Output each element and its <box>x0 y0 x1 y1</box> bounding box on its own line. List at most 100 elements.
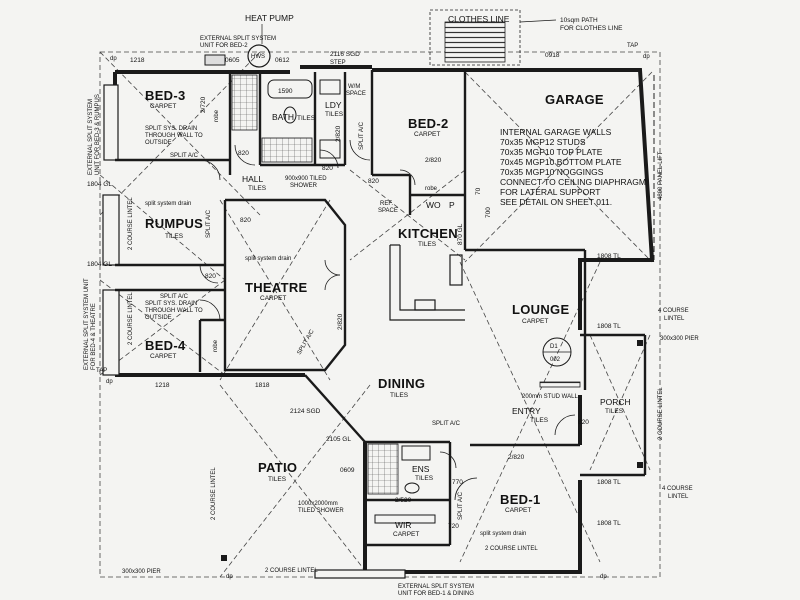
ext-split-left-a: EXTERNAL SPLIT SYSTEM <box>88 99 94 175</box>
room-ens: ENS <box>412 464 430 474</box>
svg-text:0609: 0609 <box>340 467 355 474</box>
ext-split-left-b: UNIT FOR BED-3 & RUMPUS <box>95 94 101 175</box>
panel-lift-label: 4800 PANEL-LIFT <box>658 151 664 200</box>
svg-text:2116 SGD: 2116 SGD <box>330 51 360 58</box>
room-porch: PORCH <box>600 397 631 407</box>
room-entry-sub: TILES <box>530 417 549 424</box>
svg-text:2/820: 2/820 <box>335 125 342 142</box>
dp-top-right: dp <box>643 54 650 60</box>
room-lounge-sub: CARPET <box>522 318 548 325</box>
lintel-bed4: 2 COURSE LINTEL <box>128 292 134 345</box>
svg-text:820: 820 <box>240 217 251 224</box>
lintel-bed1: 2 COURSE LINTEL <box>485 546 538 552</box>
path-note: 10sqm PATH <box>560 17 598 24</box>
room-rumpus: RUMPUS <box>145 216 203 231</box>
wm-space-2: SPACE <box>346 91 366 97</box>
tap-top: TAP <box>627 43 638 49</box>
dp-top-left: dp <box>110 56 117 62</box>
annotations: HEAT PUMP CLOTHES LINE 10sqm PATH FOR CL… <box>84 13 699 597</box>
tiled-shower-1: 900x900 TILED <box>285 176 327 182</box>
svg-text:820: 820 <box>238 150 249 157</box>
split-ac-bed2: SPLIT A/C <box>359 121 365 150</box>
lintel-porch: 2 COURSE LINTEL <box>658 387 664 440</box>
lintel-4-top-b: LINTEL <box>664 316 685 322</box>
room-theatre-sub: CARPET <box>260 295 286 302</box>
ext-split-top-1: EXTERNAL SPLIT SYSTEM <box>200 36 276 42</box>
split-drain-bed3-2: THROUGH WALL TO <box>145 133 203 139</box>
svg-text:1218: 1218 <box>130 57 145 64</box>
room-bed4: BED-4 <box>145 338 186 353</box>
lintel-4-bottom-a: 4 COURSE <box>662 486 693 492</box>
svg-text:770: 770 <box>452 479 463 486</box>
split-drain-bed3-3: OUTSIDE <box>145 140 172 146</box>
dimensions: 1218 0605 0612 2116 SGD 0918 1590 2/720 … <box>87 51 621 530</box>
room-bed1: BED-1 <box>500 492 541 507</box>
room-patio: PATIO <box>258 460 297 475</box>
split-system-drain-bed1: split system drain <box>480 531 526 537</box>
svg-text:INTERNAL GARAGE WALLS: INTERNAL GARAGE WALLS <box>500 127 612 137</box>
split-system-drain-theatre: split system drain <box>245 256 291 262</box>
room-theatre: THEATRE <box>245 280 308 295</box>
svg-text:700: 700 <box>485 207 492 218</box>
tiled-shower-2: SHOWER <box>290 183 318 189</box>
ext-split-bottom-2: UNIT FOR BED-1 & DINING <box>398 591 474 597</box>
robe-bed3: robe <box>214 109 220 122</box>
svg-text:820: 820 <box>205 273 216 280</box>
robe-bed4: robe <box>213 339 219 352</box>
room-dining-sub: TILES <box>390 392 409 399</box>
room-bed4-sub: CARPET <box>150 353 176 360</box>
hws-label: HWS <box>251 54 265 60</box>
wall-openings <box>102 84 406 579</box>
svg-text:1808 TL: 1808 TL <box>597 520 621 527</box>
room-ldy-sub: TILES <box>325 111 344 118</box>
svg-text:2/820: 2/820 <box>425 157 442 164</box>
svg-text:720: 720 <box>448 523 459 530</box>
room-bed3: BED-3 <box>145 88 186 103</box>
wo-label: WO <box>426 200 441 210</box>
ext-split-top-2: UNIT FOR BED-2 <box>200 43 248 49</box>
room-ldy: LDY <box>325 100 342 110</box>
svg-text:70x35 MGP12 STUDS: 70x35 MGP12 STUDS <box>500 137 586 147</box>
room-kitchen: KITCHEN <box>398 226 458 241</box>
pier-right: 300x300 PIER <box>660 336 699 342</box>
garage-walls-note: INTERNAL GARAGE WALLS 70x35 MGP12 STUDS … <box>500 127 646 207</box>
svg-text:0918: 0918 <box>545 52 560 59</box>
svg-text:0605: 0605 <box>225 57 240 64</box>
split-ac-rumpus: SPLIT A/C <box>206 209 212 238</box>
wet-area-tiles <box>231 74 399 495</box>
split-drain-bed3-1: SPLIT SYS. DRAIN <box>145 126 197 132</box>
ref-space-2: SPACE <box>378 208 398 214</box>
ens-shower-1: 1000x2000mm <box>298 501 338 507</box>
room-lounge: LOUNGE <box>512 302 569 317</box>
dp-left: dp <box>106 379 113 385</box>
stud-wall <box>539 381 581 388</box>
room-bed2: BED-2 <box>408 116 449 131</box>
svg-text:70x35 MGP10 NOGGINGS: 70x35 MGP10 NOGGINGS <box>500 167 604 177</box>
svg-text:820: 820 <box>578 419 589 426</box>
svg-text:870 GL: 870 GL <box>457 223 464 245</box>
room-rumpus-sub: TILES <box>165 233 184 240</box>
svg-text:1808 TL: 1808 TL <box>597 323 621 330</box>
hws-tank <box>247 44 271 68</box>
split-ac-bed1: SPLIT A/C <box>458 491 464 520</box>
split-ac-bed4: SPLIT A/C <box>160 294 189 300</box>
dp-bottom-right: dp <box>600 574 607 580</box>
room-bath-sub: TILES <box>297 115 316 122</box>
room-hall: HALL <box>242 174 264 184</box>
room-labels: BED-3 CARPET BATH TILES LDY TILES BED-2 … <box>145 88 631 538</box>
svg-text:70x35 MGP10 TOP PLATE: 70x35 MGP10 TOP PLATE <box>500 147 603 157</box>
svg-text:2124 SGD: 2124 SGD <box>290 408 321 415</box>
svg-text:1590: 1590 <box>278 88 293 95</box>
exterior-walls <box>113 65 655 574</box>
svg-text:002: 002 <box>550 357 561 363</box>
svg-text:2/820: 2/820 <box>508 454 525 461</box>
ext-split-bottom-1: EXTERNAL SPLIT SYSTEM <box>398 584 474 590</box>
svg-text:1218: 1218 <box>155 382 170 389</box>
svg-text:2/520: 2/520 <box>395 497 412 504</box>
svg-text:1808 TL: 1808 TL <box>597 253 621 260</box>
split-drain-bed4-1: SPLIT SYS. DRAIN <box>145 301 197 307</box>
tap-left: TAP <box>96 368 107 374</box>
ext-split-left-c: EXTERNAL SPLIT SYSTEM UNIT <box>84 278 90 370</box>
ext-split-left-d: FOR BED-4 & THEATRE <box>91 303 97 370</box>
